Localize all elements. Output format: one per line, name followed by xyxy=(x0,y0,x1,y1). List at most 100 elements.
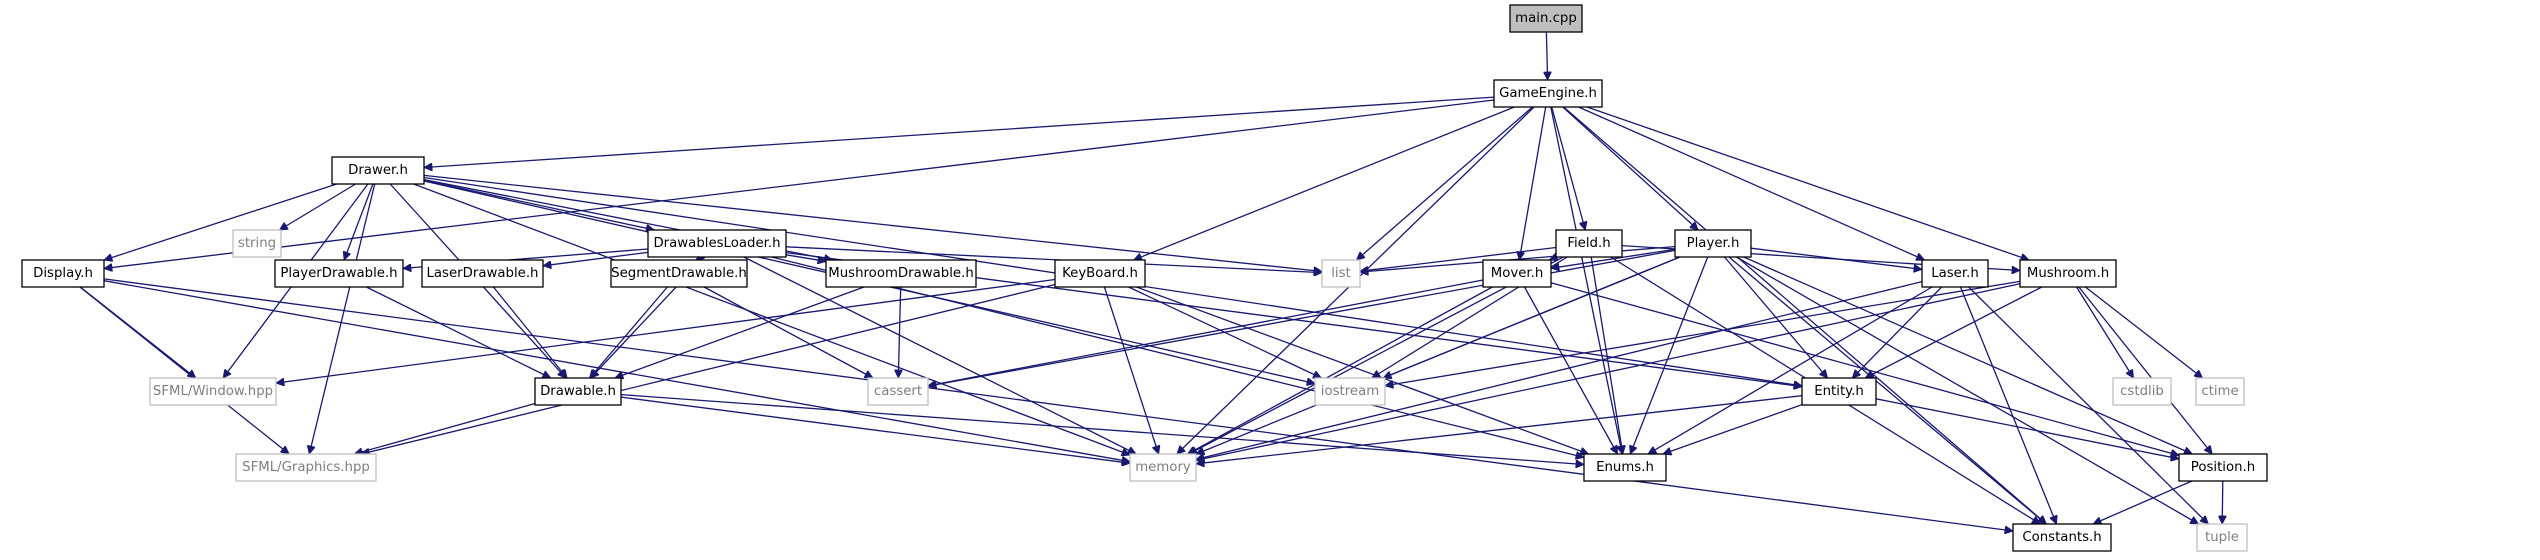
edge-gameengine_h-to-display_h xyxy=(104,99,1495,269)
edge-drawer_h-to-sfml_graphics_hpp xyxy=(309,183,376,454)
edge-mushroom_h-to-entity_h xyxy=(1865,286,2043,379)
node-position-h[interactable]: Position.h xyxy=(2178,453,2268,482)
node-label: string xyxy=(238,236,276,251)
node-field-h[interactable]: Field.h xyxy=(1555,229,1623,258)
edge-player_h-to-position_h xyxy=(1743,256,2193,454)
edge-position_h-to-constants_h xyxy=(2093,480,2193,524)
node-player-h[interactable]: Player.h xyxy=(1674,229,1752,258)
node-sfml-window-hpp: SFML/Window.hpp xyxy=(149,377,277,406)
node-box xyxy=(331,156,425,185)
node-box xyxy=(1801,377,1877,406)
edge-drawable_h-to-memory xyxy=(620,396,1130,463)
edge-player_h-to-laser_h xyxy=(1750,247,1922,269)
node-drawablesloader-h[interactable]: DrawablesLoader.h xyxy=(647,229,787,258)
edge-mushroomdrawable_h-to-drawable_h xyxy=(615,286,865,378)
edge-entity_h-to-memory xyxy=(1196,395,1803,464)
node-display-h[interactable]: Display.h xyxy=(21,259,105,288)
node-box xyxy=(149,377,277,406)
node-mushroom-h[interactable]: Mushroom.h xyxy=(2019,259,2117,288)
edge-drawablesloader_h-to-mushroomdrawable_h xyxy=(785,254,826,261)
node-mover-h[interactable]: Mover.h xyxy=(1482,259,1552,288)
node-label: LaserDrawable.h xyxy=(427,266,539,281)
edge-gameengine_h-to-list xyxy=(1357,106,1533,260)
node-label: SFML/Window.hpp xyxy=(153,384,273,399)
edge-gameengine_h-to-laser_h xyxy=(1578,106,1925,260)
node-ctime: ctime xyxy=(2195,377,2245,406)
edge-mushroom_h-to-memory xyxy=(1196,283,2021,461)
edge-drawer_h-to-string xyxy=(279,183,356,231)
node-label: Player.h xyxy=(1687,236,1740,251)
node-box xyxy=(1321,259,1361,288)
edge-drawer_h-to-drawablesloader_h xyxy=(423,179,654,230)
node-box xyxy=(2196,523,2248,552)
node-label: Entity.h xyxy=(1814,384,1864,399)
node-box xyxy=(610,259,748,288)
edge-player_h-to-mover_h xyxy=(1551,248,1676,268)
edge-drawer_h-to-display_h xyxy=(104,183,337,260)
node-label: Constants.h xyxy=(2022,530,2101,545)
node-label: Drawable.h xyxy=(540,384,616,399)
edge-gameengine_h-to-mushroom_h xyxy=(1586,106,2029,260)
node-mushroomdrawable-h[interactable]: MushroomDrawable.h xyxy=(825,259,977,288)
node-box xyxy=(1583,453,1667,482)
node-playerdrawable-h[interactable]: PlayerDrawable.h xyxy=(274,259,404,288)
node-gameengine-h[interactable]: GameEngine.h xyxy=(1493,79,1603,108)
node-label: cassert xyxy=(874,384,922,399)
edge-gameengine_h-to-player_h xyxy=(1562,106,1698,230)
node-drawer-h[interactable]: Drawer.h xyxy=(331,156,425,185)
node-box xyxy=(867,377,929,406)
edge-player_h-to-enums_h xyxy=(1630,256,1709,454)
edge-gameengine_h-to-field_h xyxy=(1551,106,1586,230)
node-label: PlayerDrawable.h xyxy=(280,266,397,281)
edge-display_h-to-constants_h xyxy=(103,278,2013,531)
edge-mover_h-to-memory xyxy=(1188,286,1493,455)
edge-gameengine_h-to-keyboard_h xyxy=(1134,106,1515,260)
node-box xyxy=(1482,259,1552,288)
node-box xyxy=(274,259,404,288)
node-drawable-h[interactable]: Drawable.h xyxy=(534,377,622,406)
edge-laserdrawable_h-to-drawable_h xyxy=(492,286,567,378)
node-label: MushroomDrawable.h xyxy=(828,266,974,281)
node-main-cpp[interactable]: main.cpp xyxy=(1509,4,1583,33)
node-cassert: cassert xyxy=(867,377,929,406)
node-entity-h[interactable]: Entity.h xyxy=(1801,377,1877,406)
node-constants-h[interactable]: Constants.h xyxy=(2012,523,2112,552)
node-box xyxy=(1509,4,1583,33)
node-list: list xyxy=(1321,259,1361,288)
node-box xyxy=(1314,377,1386,406)
node-box xyxy=(825,259,977,288)
node-laserdrawable-h[interactable]: LaserDrawable.h xyxy=(421,259,544,288)
node-label: DrawablesLoader.h xyxy=(653,236,780,251)
node-enums-h[interactable]: Enums.h xyxy=(1583,453,1667,482)
node-keyboard-h[interactable]: KeyBoard.h xyxy=(1054,259,1146,288)
node-box xyxy=(235,453,377,482)
edge-laser_h-to-tuple xyxy=(1968,286,2209,524)
edge-segmentdrawable_h-to-cassert xyxy=(703,286,873,379)
node-tuple: tuple xyxy=(2196,523,2248,552)
edge-mushroom_h-to-cstdlib xyxy=(2075,286,2135,378)
node-label: SegmentDrawable.h xyxy=(611,266,747,281)
edge-keyboard_h-to-enums_h xyxy=(1136,286,1589,454)
edge-main_cpp-to-gameengine_h xyxy=(1546,31,1547,80)
node-memory: memory xyxy=(1129,453,1197,482)
edge-drawer_h-to-playerdrawable_h xyxy=(344,183,374,260)
edge-player_h-to-constants_h xyxy=(1728,256,2046,524)
node-segmentdrawable-h[interactable]: SegmentDrawable.h xyxy=(610,259,748,288)
edge-player_h-to-tuple xyxy=(1736,256,2198,525)
node-box xyxy=(1555,229,1623,258)
edge-keyboard_h-to-sfml_graphics_hpp xyxy=(361,283,1056,455)
edges-layer xyxy=(79,31,2223,531)
node-label: iostream xyxy=(1321,384,1379,399)
node-laser-h[interactable]: Laser.h xyxy=(1921,259,1989,288)
edge-drawablesloader_h-to-list xyxy=(785,246,1322,273)
edge-drawer_h-to-memory xyxy=(413,183,1130,455)
edge-drawable_h-to-enums_h xyxy=(620,393,1584,465)
node-box xyxy=(2195,377,2245,406)
edge-gameengine_h-to-drawer_h xyxy=(424,96,1495,167)
edge-keyboard_h-to-memory xyxy=(1103,286,1158,454)
edge-entity_h-to-position_h xyxy=(1875,398,2179,459)
node-label: Field.h xyxy=(1567,236,1610,251)
edge-mover_h-to-position_h xyxy=(1550,282,2179,456)
edge-entity_h-to-enums_h xyxy=(1663,403,1803,454)
